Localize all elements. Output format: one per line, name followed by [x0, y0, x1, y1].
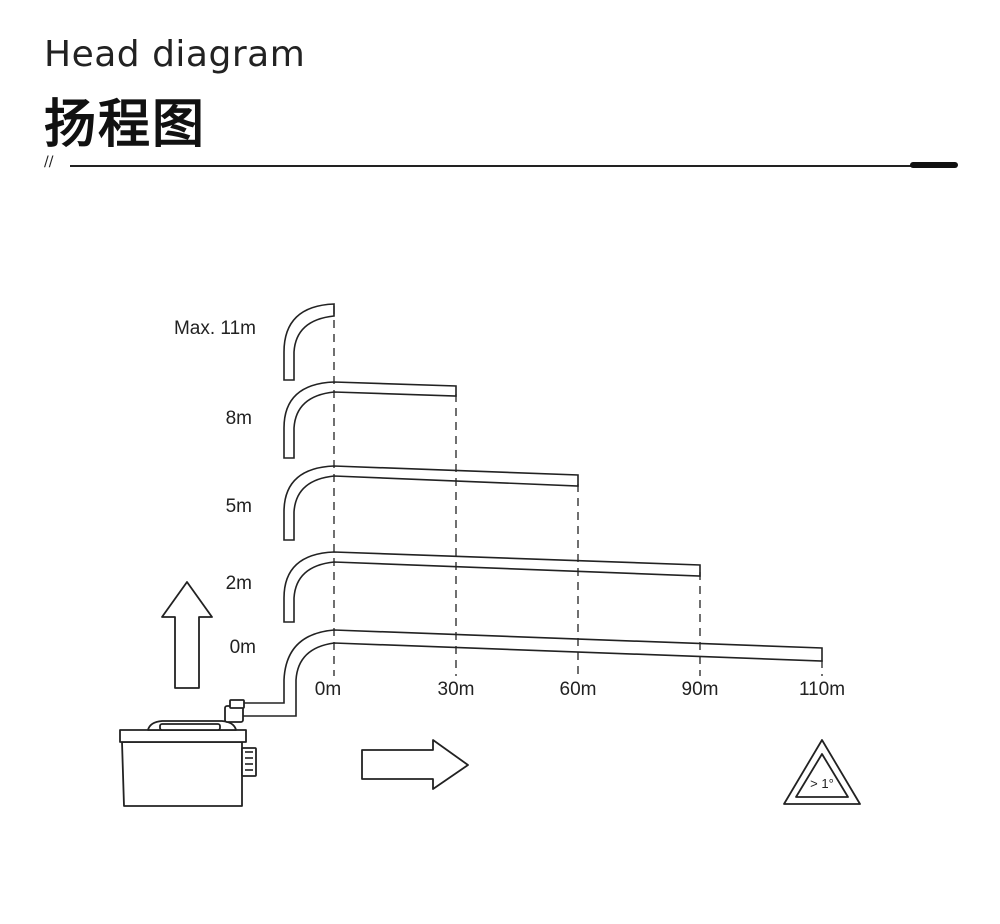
up-arrow-icon — [161, 581, 213, 689]
section-marker: // — [44, 154, 54, 170]
title-english: Head diagram — [44, 34, 306, 75]
pipe-0m-110m — [239, 629, 823, 717]
pump-unit-icon — [119, 699, 257, 807]
distance-label-110m: 110m — [799, 679, 845, 700]
slope-label: > 1° — [810, 776, 834, 791]
distance-label-30m: 30m — [438, 679, 475, 700]
head-label-8m: 8m — [226, 408, 252, 429]
pipe-max-11m — [283, 303, 335, 381]
pipe-2m-90m — [283, 551, 701, 623]
divider-accent — [910, 162, 958, 168]
head-label-5m: 5m — [226, 496, 252, 517]
head-label-0m: 0m — [230, 637, 256, 658]
distance-label-60m: 60m — [560, 679, 597, 700]
pipe-8m-30m — [283, 381, 457, 459]
divider-line — [70, 165, 912, 167]
title-chinese: 扬程图 — [44, 95, 207, 155]
distance-label-90m: 90m — [682, 679, 719, 700]
head-label-max: Max. 11m — [174, 318, 256, 339]
distance-guides — [333, 306, 823, 676]
head-label-2m: 2m — [226, 573, 252, 594]
pipe-5m-60m — [283, 465, 579, 541]
distance-label-0m: 0m — [315, 679, 341, 700]
right-arrow-icon — [361, 739, 469, 790]
slope-warning-icon: > 1° — [783, 739, 861, 805]
